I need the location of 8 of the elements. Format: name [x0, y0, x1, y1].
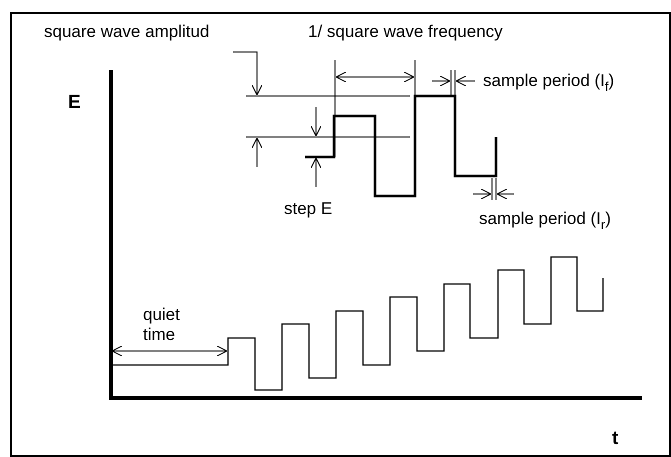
dimension-label: step E: [284, 199, 332, 219]
dimension-label: square wave amplitud: [44, 22, 210, 42]
dimension-label: quiet time: [143, 305, 181, 344]
axis-label: t: [612, 428, 618, 450]
dimension-label: 1/ square wave frequency: [308, 22, 503, 42]
dimension-label: sample period (I$_{f}$): [483, 71, 614, 95]
axis-label: E: [68, 92, 81, 114]
dimension-label: sample period (I$_{r}$): [479, 209, 611, 233]
